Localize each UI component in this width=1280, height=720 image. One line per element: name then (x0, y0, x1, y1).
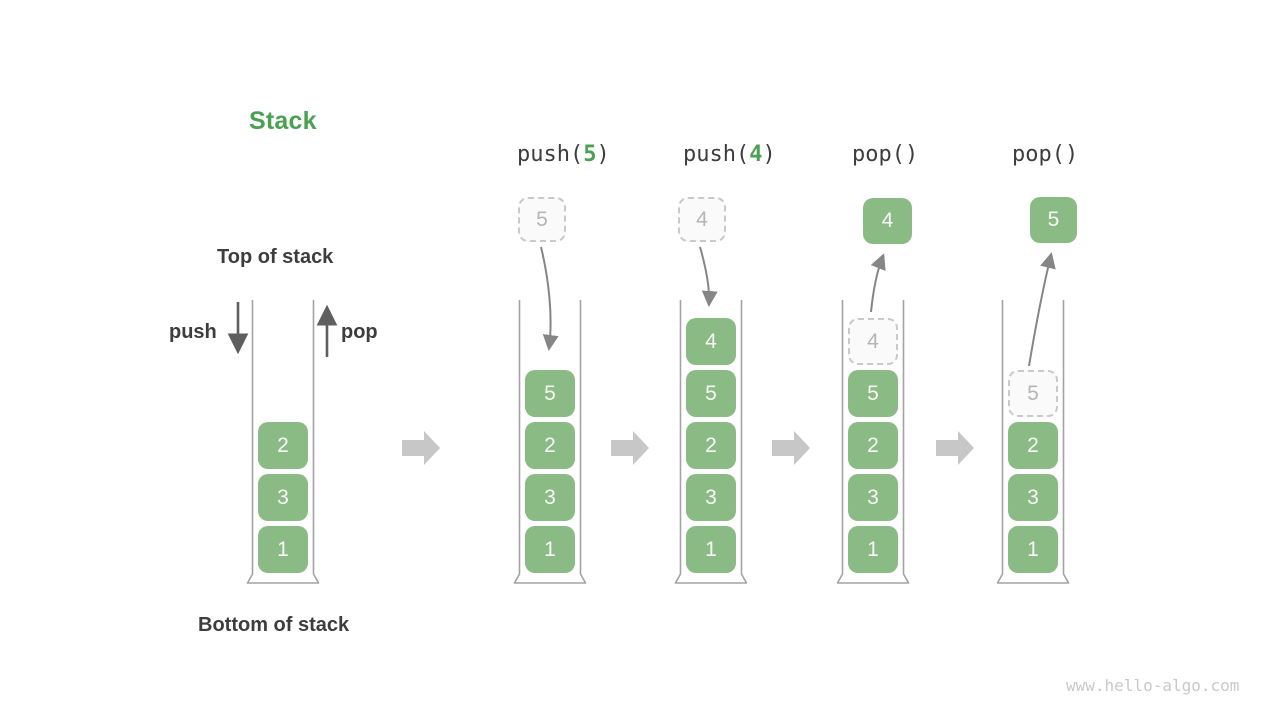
op-paren: ) (596, 142, 610, 167)
stack2-cell: 2 (525, 422, 575, 469)
popped-value-box-5: 5 (1030, 197, 1077, 243)
watermark: www.hello-algo.com (1066, 676, 1240, 695)
stack3-cell: 3 (686, 474, 736, 521)
stack5-cell: 3 (1008, 474, 1058, 521)
stack4-ghost-cell: 4 (848, 318, 898, 365)
step-arrow-2 (611, 431, 649, 465)
pop-4-motion-arrow (870, 253, 886, 313)
op-paren: ( (735, 142, 750, 167)
popped-value-box-4: 4 (863, 198, 912, 244)
stack4-cell: 1 (848, 526, 898, 573)
stack2-cell: 5 (525, 370, 575, 417)
push-4-motion-arrow (699, 246, 718, 307)
stack5-cell: 2 (1008, 422, 1058, 469)
stack1-cell: 2 (258, 422, 308, 469)
op-paren: ) (905, 142, 919, 167)
stack4-cell: 2 (848, 422, 898, 469)
op-paren: ( (891, 142, 905, 167)
step-arrow-1 (402, 431, 440, 465)
stack3-cell: 1 (686, 526, 736, 573)
pop-label: pop (341, 321, 378, 343)
op-name: pop (1012, 142, 1052, 167)
stack1-cell: 1 (258, 526, 308, 573)
op-header-pop-2: pop() (1012, 142, 1078, 167)
stack-container-initial (246, 300, 320, 584)
op-arg: 5 (583, 142, 597, 167)
stack4-cell: 5 (848, 370, 898, 417)
push-label: push (169, 321, 217, 343)
incoming-value-box-5: 5 (518, 197, 566, 242)
stack2-cell: 1 (525, 526, 575, 573)
op-name: push (683, 142, 736, 167)
op-header-push-4: push(4) (683, 142, 776, 167)
op-name: pop (852, 142, 892, 167)
bottom-of-stack-label: Bottom of stack (198, 614, 350, 636)
stack4-cell: 3 (848, 474, 898, 521)
stack3-cell: 4 (686, 318, 736, 365)
stack-container-after-pop1 (836, 300, 910, 584)
op-paren: ( (569, 142, 584, 167)
op-paren: ( (1051, 142, 1065, 167)
diagram-title: Stack (249, 107, 317, 135)
stack5-cell: 1 (1008, 526, 1058, 573)
op-header-push-5: push(5) (517, 142, 610, 167)
stack5-ghost-cell: 5 (1008, 370, 1058, 417)
stack-container-after-pop2 (996, 300, 1070, 584)
step-arrow-3 (772, 431, 810, 465)
stack-container-after-push5 (513, 300, 587, 584)
stack1-cell: 3 (258, 474, 308, 521)
op-name: push (517, 142, 570, 167)
stack-container-after-push4 (674, 300, 748, 584)
step-arrow-4 (936, 431, 974, 465)
op-arg: 4 (749, 142, 763, 167)
stack3-cell: 2 (686, 422, 736, 469)
op-paren: ) (762, 142, 776, 167)
top-of-stack-label: Top of stack (217, 246, 334, 268)
pop-5-motion-arrow (1028, 252, 1056, 367)
stack2-cell: 3 (525, 474, 575, 521)
stack3-cell: 5 (686, 370, 736, 417)
push-5-motion-arrow (540, 246, 559, 351)
op-header-pop-1: pop() (852, 142, 918, 167)
op-paren: ) (1065, 142, 1079, 167)
incoming-value-box-4: 4 (678, 197, 726, 242)
